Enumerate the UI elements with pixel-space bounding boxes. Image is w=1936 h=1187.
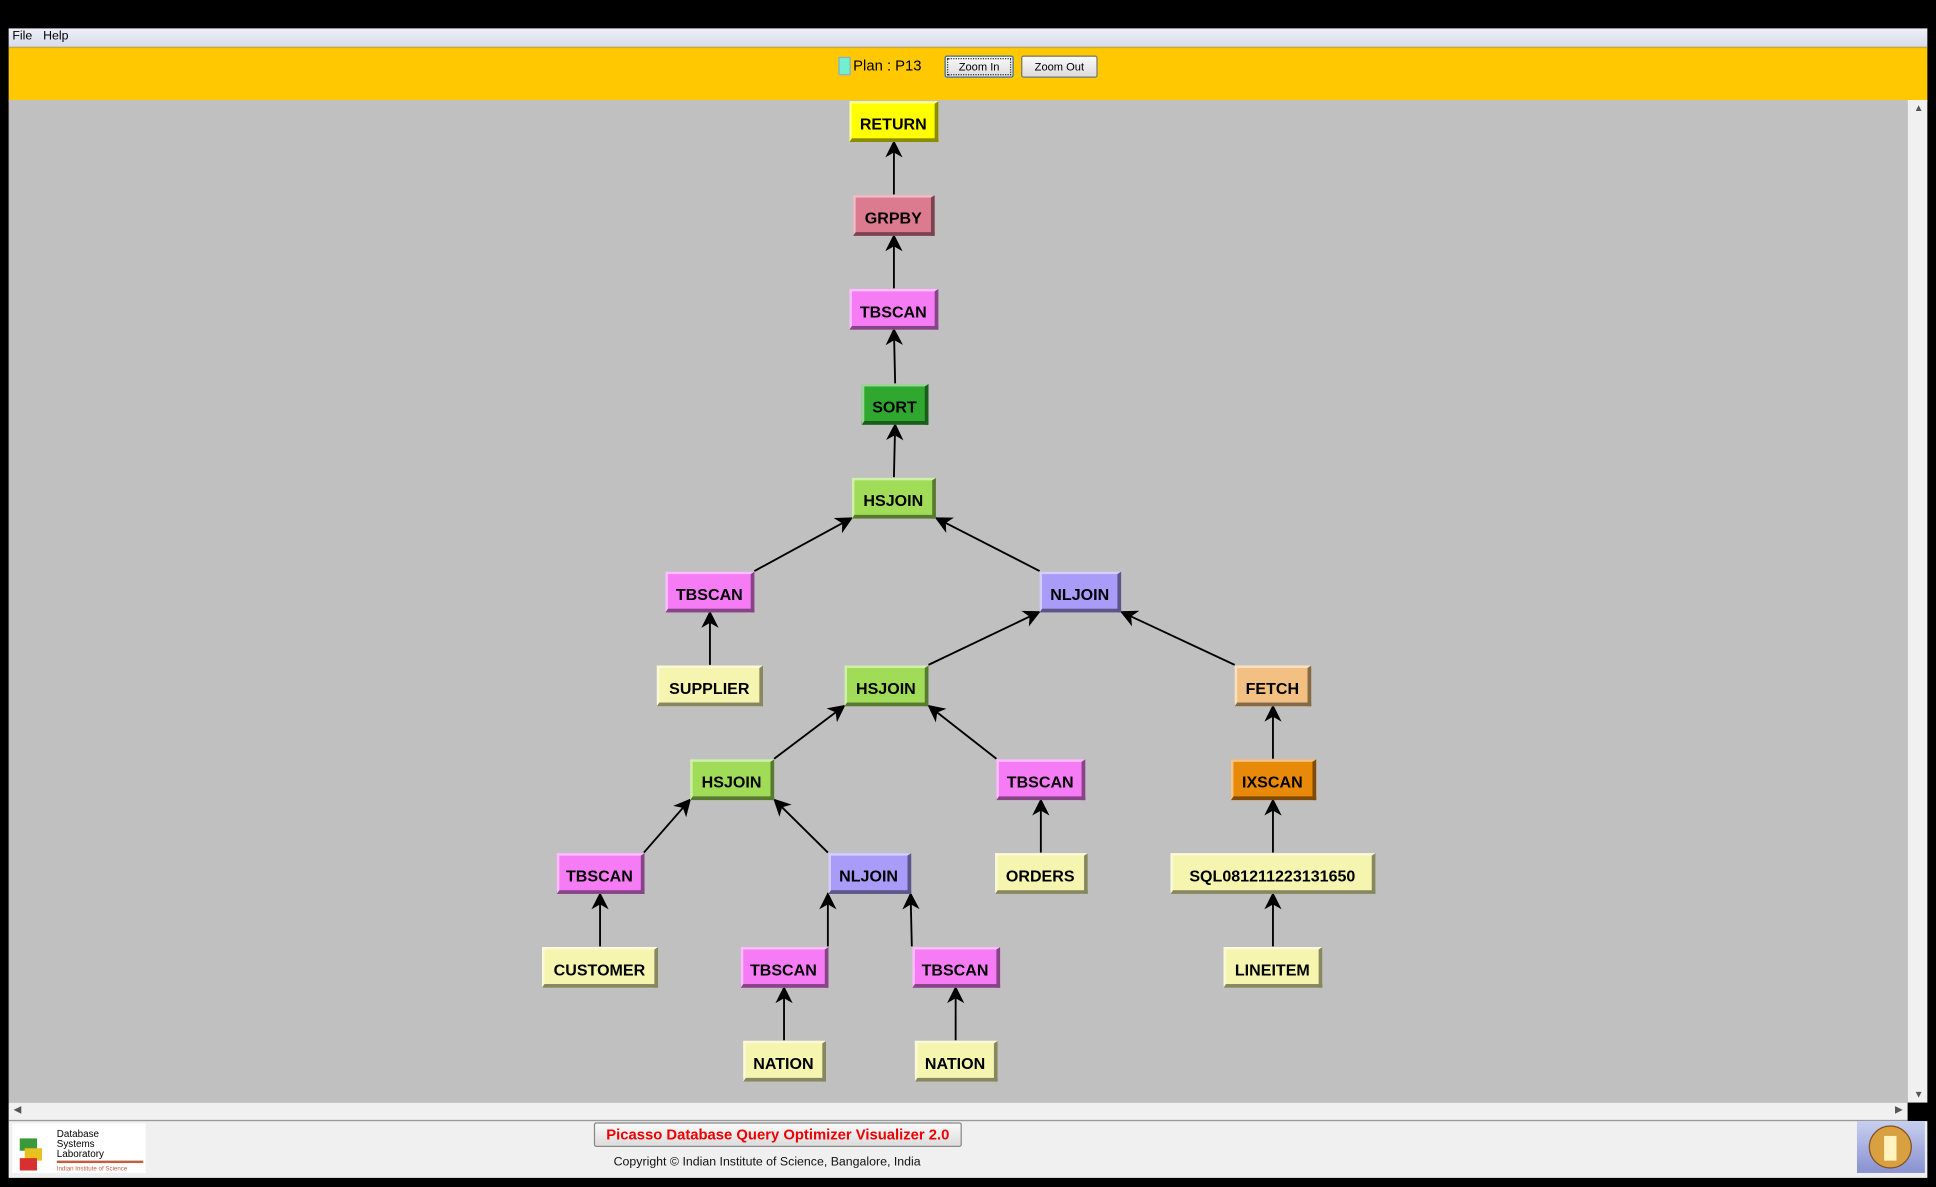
plan-edge-arrow (773, 704, 846, 760)
plan-edge-arrow (927, 704, 997, 760)
plan-color-swatch (838, 56, 851, 76)
plan-edge-arrow (934, 517, 1041, 572)
plan-node-ixscan[interactable]: IXSCAN (1230, 758, 1316, 800)
plan-node-nation[interactable]: NATION (742, 1040, 826, 1081)
plan-node-sort[interactable]: SORT (861, 383, 929, 425)
horizontal-scrollbar[interactable]: ◀▶ (8, 1102, 1908, 1122)
plan-node-tbscan[interactable]: TBSCAN (996, 758, 1086, 800)
plan-node-hsjoin[interactable]: HSJOIN (851, 477, 936, 518)
vertical-scrollbar[interactable]: ▲▼ (1907, 100, 1928, 1103)
plan-edge-arrow (773, 798, 829, 854)
plan-node-tbscan[interactable]: TBSCAN (849, 288, 939, 330)
plan-node-hsjoin[interactable]: HSJOIN (844, 664, 929, 706)
plan-edge-arrow (643, 798, 692, 854)
svg-text:Database: Database (57, 1129, 100, 1140)
plan-edge-arrow (928, 610, 1041, 666)
zoom-out-button[interactable]: Zoom Out (1021, 55, 1098, 78)
plan-edge-arrow (753, 517, 854, 572)
svg-text:Indian Institute of Science: Indian Institute of Science (57, 1165, 128, 1172)
plan-node-orders[interactable]: ORDERS (994, 852, 1088, 894)
plan-node-tbscan[interactable]: TBSCAN (740, 946, 828, 988)
plan-node-nation[interactable]: NATION (914, 1040, 998, 1081)
plan-node-sql081211223131650[interactable]: SQL081211223131650 (1170, 852, 1376, 894)
zoom-in-button[interactable]: Zoom In (944, 55, 1014, 78)
copyright-text: Copyright © Indian Institute of Science,… (613, 1155, 921, 1170)
iisc-logo (1856, 1121, 1925, 1173)
plan-edge-arrow (886, 422, 904, 478)
plan-node-grpby[interactable]: GRPBY (853, 194, 935, 236)
plan-tree-canvas: RETURN GRPBY TBSCAN SORT HSJOIN TBSCAN NLJOIN S… (8, 100, 1908, 1103)
plan-node-fetch[interactable]: FETCH (1234, 664, 1312, 706)
plan-node-supplier[interactable]: SUPPLIER (656, 664, 764, 706)
plan-node-lineitem[interactable]: LINEITEM (1223, 946, 1323, 988)
app-title-button[interactable]: Picasso Database Query Optimizer Visuali… (593, 1122, 962, 1148)
plan-node-nljoin[interactable]: NLJOIN (1039, 571, 1122, 612)
menu-help[interactable]: Help (43, 29, 69, 44)
svg-text:Systems: Systems (57, 1139, 95, 1150)
menu-file[interactable]: File (12, 29, 33, 44)
svg-text:Laboratory: Laboratory (57, 1149, 104, 1160)
plan-edge-arrow (902, 892, 920, 947)
plan-node-nljoin[interactable]: NLJOIN (827, 852, 911, 894)
plan-node-tbscan[interactable]: TBSCAN (665, 571, 755, 612)
plan-edge-arrow (885, 327, 903, 384)
menu-bar: File Help (8, 28, 1928, 47)
plan-node-customer[interactable]: CUSTOMER (542, 946, 659, 988)
plan-node-return[interactable]: RETURN (849, 100, 939, 142)
plan-node-tbscan[interactable]: TBSCAN (556, 852, 644, 894)
plan-label: Plan : P13 (853, 56, 922, 75)
plan-node-tbscan[interactable]: TBSCAN (911, 946, 1000, 988)
toolbar: Plan : P13 Zoom In Zoom Out (8, 46, 1928, 102)
plan-edge-arrow (1119, 610, 1236, 666)
plan-edges (591, 140, 1282, 1041)
plan-node-hsjoin[interactable]: HSJOIN (690, 758, 775, 800)
